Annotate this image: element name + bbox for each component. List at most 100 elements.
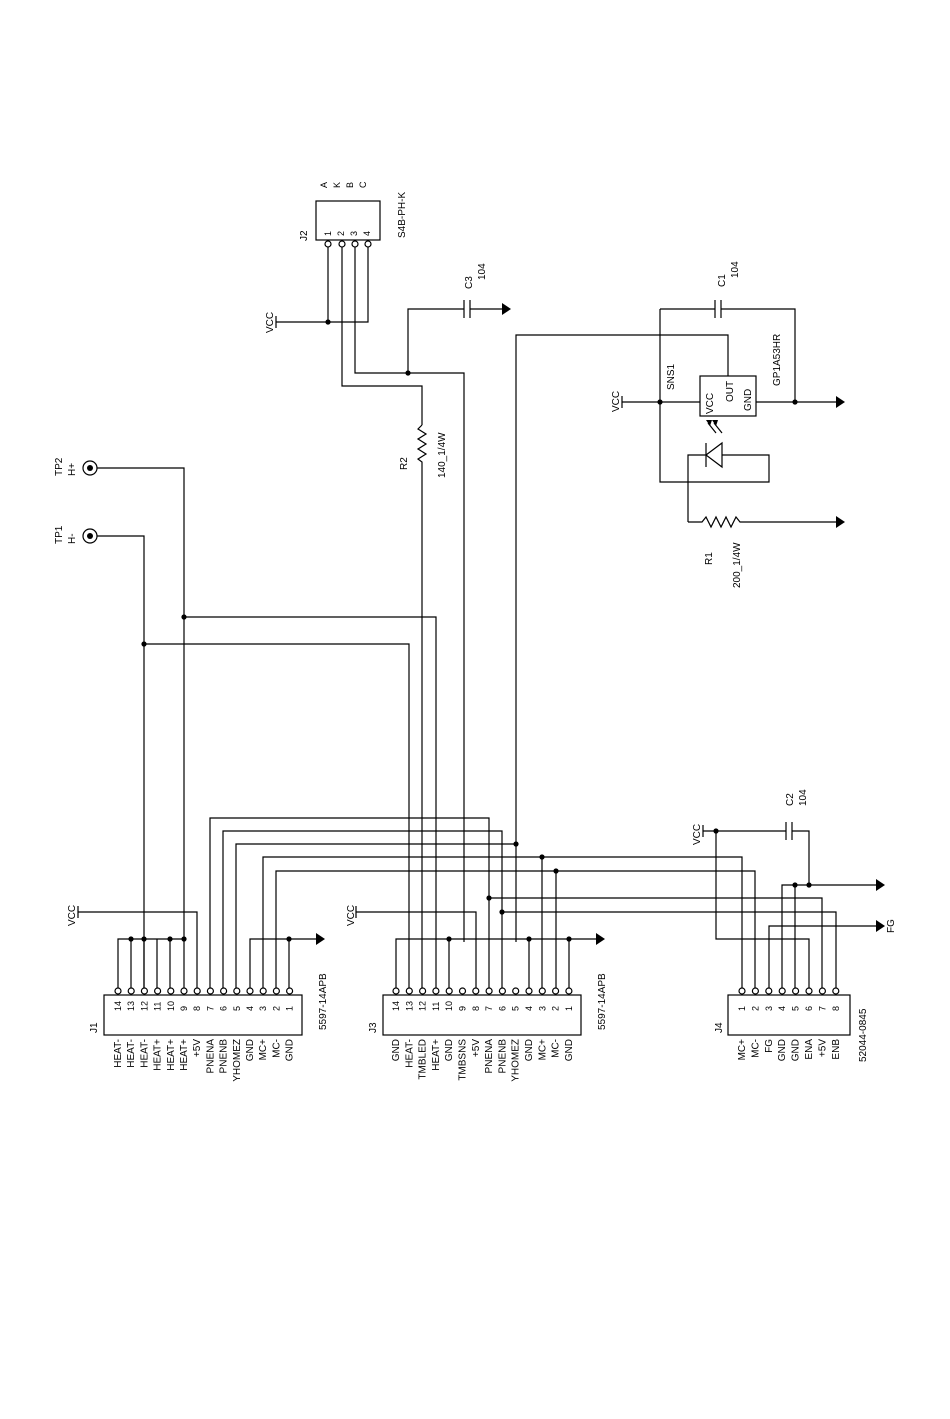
junction (167, 936, 173, 942)
j3-pin-number: 6 (497, 1006, 507, 1011)
j1-pin-number: 7 (205, 1006, 215, 1011)
junction (713, 828, 719, 834)
j1-part: 5597-14APB (318, 973, 329, 1030)
j4-pin-number: 1 (737, 1006, 747, 1011)
j1-pin-label: GND (285, 1039, 296, 1061)
junction (446, 936, 452, 942)
j1-pin (286, 987, 294, 995)
c3-plates (463, 300, 471, 318)
j4-pin-number: 8 (831, 1006, 841, 1011)
j4-gnd-net (781, 884, 809, 990)
j1-ref: J1 (89, 1022, 100, 1033)
j2-pin (351, 240, 359, 248)
j4-pin-number: 4 (777, 1006, 787, 1011)
j2-pin-number: 4 (362, 231, 372, 236)
j3-pin (472, 987, 480, 995)
fg-label: FG (886, 919, 897, 933)
heatplus-bus (184, 616, 437, 990)
j1-vcc-net (77, 906, 198, 990)
j3-pin (458, 987, 467, 995)
j3-pin-label: PNENB (497, 1039, 508, 1074)
junction (141, 936, 147, 942)
j1-pin-number: 5 (232, 1006, 242, 1011)
j1-pin-label: HEAT- (139, 1039, 150, 1068)
j1-pin (220, 987, 228, 995)
connector-j3: J3 5597-14APB (368, 973, 608, 1036)
junction (806, 882, 812, 888)
j4-pin-number: 5 (791, 1006, 801, 1011)
j1-pin-label: YHOMEZ (232, 1039, 243, 1082)
j2-vcc-label: VCC (265, 312, 276, 333)
j3-pin-label: GND (444, 1039, 455, 1061)
sns1-vcc-label: VCC (611, 391, 622, 412)
junction (141, 641, 147, 647)
j3-pin (432, 987, 440, 995)
j1-pin-number: 12 (139, 1001, 149, 1011)
junction (486, 895, 492, 901)
j3-pin (445, 987, 453, 995)
j2-pin-label: B (345, 182, 355, 188)
resistor-r2: R2 140_1/4W (399, 424, 448, 990)
ground-arrow (836, 396, 845, 408)
sns1-part: GP1A53HR (772, 334, 783, 386)
j1-pin-number: 11 (153, 1002, 163, 1011)
j2-pin-number: 3 (349, 231, 359, 236)
sns1-out-net (515, 334, 729, 942)
j4-pin-label: FG (764, 1039, 775, 1053)
tp1-net: H- (67, 533, 78, 544)
junction (499, 909, 505, 915)
junction (405, 370, 411, 376)
j1-pin (259, 987, 267, 995)
tp2-net: H+ (67, 463, 78, 476)
j3-pin-label: TMBSNS (458, 1039, 469, 1081)
j4-pin-number: 2 (750, 1006, 760, 1011)
j1-heat-bus (117, 938, 184, 990)
c3-ref: C3 (464, 276, 475, 289)
connector-j4: J4 52044-0845 (714, 994, 869, 1062)
j3-pin-number: 8 (471, 1006, 481, 1011)
sensor-sns1: VCC OUT GND SNS1 GP1A53HR (666, 334, 783, 417)
j2-pin-label: C (358, 181, 368, 188)
j2-pin-number: 2 (336, 231, 346, 236)
j3-pin-number: 4 (524, 1006, 534, 1011)
j4-pin (791, 987, 800, 995)
j4-pin (832, 987, 840, 995)
j3-pin-label: HEAT- (404, 1039, 415, 1068)
j3-pin (525, 987, 533, 995)
j3-pin-label: GND (391, 1039, 402, 1061)
j1-pin-label: HEAT+ (179, 1039, 190, 1071)
j3-pin (392, 987, 400, 995)
c1-ref: C1 (717, 274, 728, 287)
j1-pin-label: HEAT- (113, 1039, 124, 1068)
sns1-ref: SNS1 (666, 363, 677, 390)
j3-pins: 14GND13HEAT-12TMBLED11HEAT+10GND9TMBSNS8… (391, 987, 575, 1082)
testpoint-tp2: TP2 H+ (54, 457, 98, 476)
junction (539, 854, 545, 860)
j3-pin-number: 14 (391, 1001, 401, 1011)
j4-part: 52044-0845 (858, 1008, 869, 1062)
j3-pin (512, 987, 520, 995)
j1-pin-number: 14 (113, 1001, 123, 1011)
j1-pin (114, 987, 122, 995)
j1-pin-number: 6 (219, 1006, 229, 1011)
junction (792, 399, 798, 405)
sns1-pin-label: GND (743, 389, 754, 411)
j1-pin (246, 987, 254, 995)
j1-pin (193, 987, 201, 995)
ground-arrow (502, 303, 511, 315)
j3-pin (419, 987, 427, 995)
j1-pin-number: 1 (285, 1006, 295, 1011)
j1-pin-label: HEAT+ (166, 1039, 177, 1071)
j1-pin (272, 987, 280, 995)
mcminus-net (275, 870, 756, 990)
j1-pin-label: PNENA (205, 1039, 216, 1074)
j3-pin-label: TMBLED (418, 1039, 429, 1080)
j3-pin (498, 987, 506, 995)
j3-part: 5597-14APB (597, 973, 608, 1030)
j3-vcc-net (355, 906, 477, 990)
ena-net (489, 897, 823, 990)
j3-pin-label: GND (524, 1039, 535, 1061)
hminus-net (97, 535, 145, 990)
j1-pin-number: 8 (192, 1006, 202, 1011)
